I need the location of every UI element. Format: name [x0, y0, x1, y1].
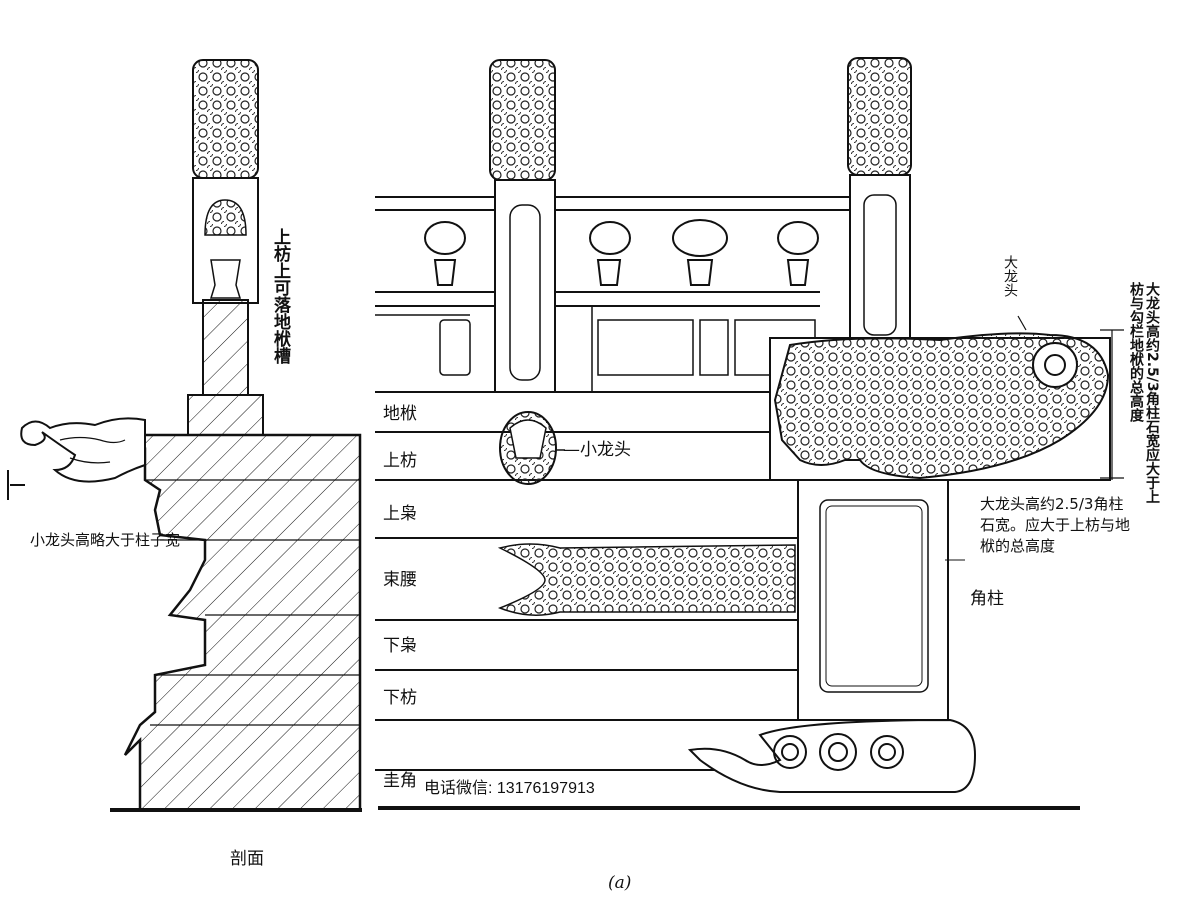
corner-railing-post [849, 174, 911, 341]
dimension-line [1017, 315, 1124, 480]
railing-panels [375, 306, 816, 392]
big-dragon-head [773, 332, 1110, 480]
section-railing [202, 299, 249, 396]
elevation-view [375, 57, 1124, 810]
big-dragon-label: 大龙头 [1002, 255, 1018, 297]
layer-difu: 地栿 [383, 404, 417, 424]
section-title: 剖面 [230, 849, 264, 869]
section-profile [123, 433, 362, 812]
layer-xiafang: 下枋 [383, 688, 417, 708]
layer-guijiao: 圭角 [383, 771, 417, 791]
layer-shuyao: 束腰 [383, 570, 417, 590]
corner-post-label: 角柱 [970, 589, 1004, 609]
railing-cloud-carvings [424, 219, 819, 286]
waist-carving [497, 543, 796, 616]
section-view [7, 59, 362, 812]
section-small-dragon [20, 417, 146, 483]
middle-post [494, 179, 556, 393]
note-top-post: 上枋上可落地栿槽 [270, 228, 290, 364]
small-dragon-head-front [499, 411, 557, 485]
layer-xiaxiao: 下枭 [383, 636, 417, 656]
note-small-dragon: 小龙头高略大于柱子宽 [30, 531, 181, 549]
corner-post-head [847, 57, 912, 176]
section-post-head [192, 59, 259, 179]
figure-caption: (a) [608, 873, 632, 893]
vertical-dimension-note: 大龙头高约2.5/3角柱石宽应大于上枋与勾栏地栿的总高度 [1128, 282, 1160, 504]
layer-shangfang: 上枋 [383, 451, 417, 471]
guijiao-cloud-scrolls [773, 733, 904, 771]
section-base-slab [187, 394, 264, 436]
big-dragon-note: 大龙头高约2.5/3角柱石宽。应大于上枋与地栿的总高度 [980, 495, 1131, 555]
contact-text: 电话微信: 13176197913 [424, 780, 595, 797]
layer-shangxiao: 上枭 [383, 504, 417, 524]
guijiao-foot [687, 718, 977, 793]
middle-post-head [489, 59, 556, 181]
small-dragon-label: —小龙头 [563, 440, 631, 460]
